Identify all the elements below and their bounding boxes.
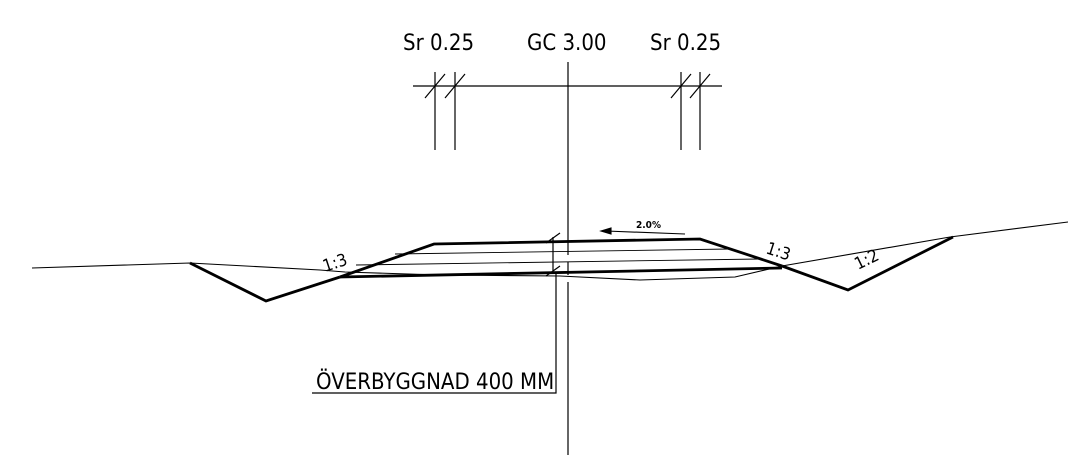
cycle-path-width-label: GC 3.00 [527, 31, 607, 56]
left-shoulder-label: Sr 0.25 [403, 31, 474, 56]
crossfall-label: 2.0% [636, 220, 661, 231]
pavement-note-label: ÖVERBYGGNAD 400 MM [316, 369, 554, 395]
slope-left-inner-label: 1:3 [320, 250, 350, 277]
existing-ground [31, 221, 1068, 281]
crossfall-arrow [599, 227, 686, 235]
pavement-layers [355, 248, 761, 266]
section-outline [189, 235, 954, 303]
note-leader [312, 272, 557, 394]
pavement-thickness-dimension [545, 232, 561, 277]
right-shoulder-label: Sr 0.25 [650, 31, 721, 56]
